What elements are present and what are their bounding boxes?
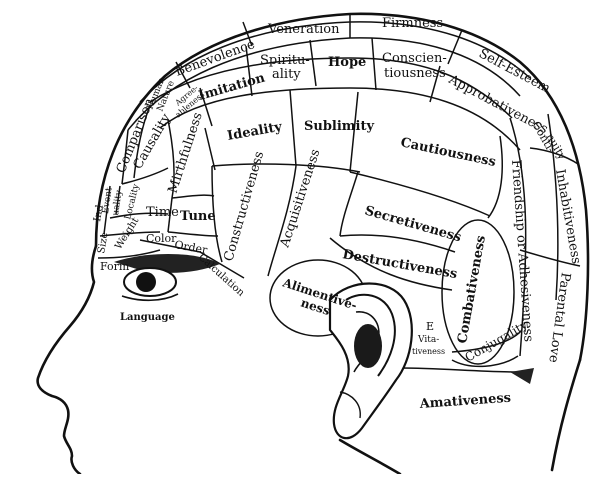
region-boundaries xyxy=(97,14,581,373)
nape-shading xyxy=(510,368,534,384)
label-sublimity: Sublimity xyxy=(304,119,375,134)
label-conscientiousness-2: tiousness xyxy=(384,66,446,81)
ear xyxy=(328,282,413,440)
label-language: Language xyxy=(120,312,175,323)
eye xyxy=(114,253,220,302)
label-spirituality-2: ality xyxy=(272,67,301,82)
label-vitativeness-2: Vita- xyxy=(417,335,439,345)
label-individuality: Ind xyxy=(92,203,106,222)
label-color: Color xyxy=(146,232,177,245)
label-tune: Tune xyxy=(180,209,216,224)
label-event-1: Event xyxy=(101,187,115,215)
label-form: Form xyxy=(100,260,130,273)
label-amativeness: Amativeness xyxy=(418,391,511,412)
label-size: Size xyxy=(96,232,111,255)
label-time: Time xyxy=(146,205,179,220)
label-order: Order xyxy=(173,238,209,257)
label-vitativeness-3: tiveness xyxy=(412,347,445,356)
label-veneration: Veneration xyxy=(267,22,340,37)
label-firmness: Firmness xyxy=(382,16,443,31)
label-spirituality-1: Spiritu- xyxy=(260,53,310,68)
label-vitativeness-1: E xyxy=(426,320,434,333)
label-conscientiousness-1: Conscien- xyxy=(382,51,447,66)
label-event-2: uality xyxy=(111,189,125,217)
label-hope: Hope xyxy=(328,55,366,70)
